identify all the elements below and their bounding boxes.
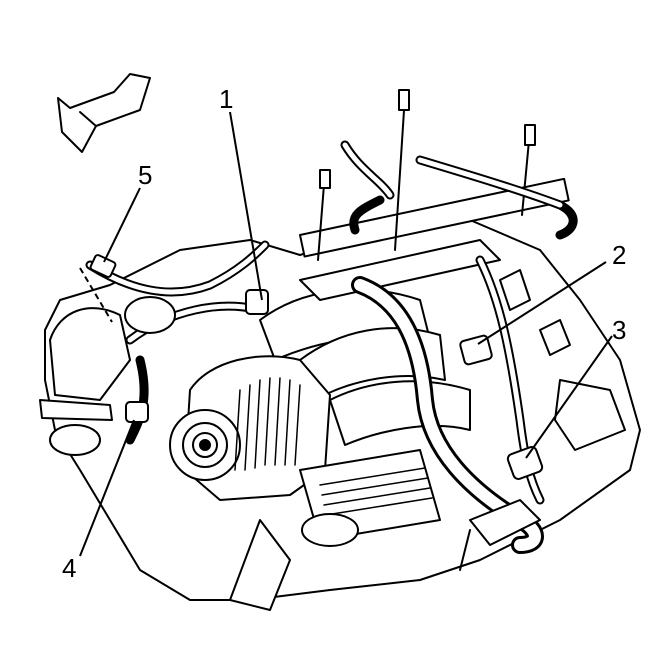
callout-2: 2 (612, 240, 627, 270)
lower-engine-block (229, 449, 541, 611)
callout-1: 1 (219, 84, 234, 114)
cylinder-head-right (499, 269, 626, 451)
connector-1 (245, 289, 269, 315)
front-direction-arrow-icon (57, 73, 151, 153)
connector-2 (459, 334, 493, 366)
callout-leaders (79, 111, 613, 557)
connector-5 (89, 254, 117, 278)
water-pump-housing (39, 296, 176, 456)
callout-3: 3 (612, 315, 627, 345)
mounting-studs (317, 89, 536, 261)
fuel-rail (299, 177, 570, 258)
alternator (169, 355, 331, 501)
callout-4: 4 (62, 553, 77, 583)
callout-5: 5 (138, 160, 153, 190)
connector-4 (125, 401, 149, 423)
connector-3 (506, 446, 544, 480)
